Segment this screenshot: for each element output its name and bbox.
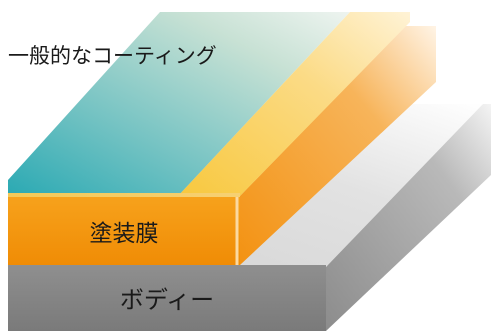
coating-edge-face	[178, 12, 410, 196]
body-side-face	[326, 104, 491, 331]
coating-label: 一般的なコーティング	[8, 44, 217, 68]
paint-film-label: 塗装膜	[90, 221, 159, 247]
coating-front-strip	[8, 193, 240, 197]
coating-top-face	[8, 12, 350, 196]
body-front-face	[8, 265, 326, 331]
body-label: ボディー	[120, 286, 214, 314]
paint-film-front-face	[8, 196, 240, 265]
paint-film-side-face	[240, 26, 436, 265]
